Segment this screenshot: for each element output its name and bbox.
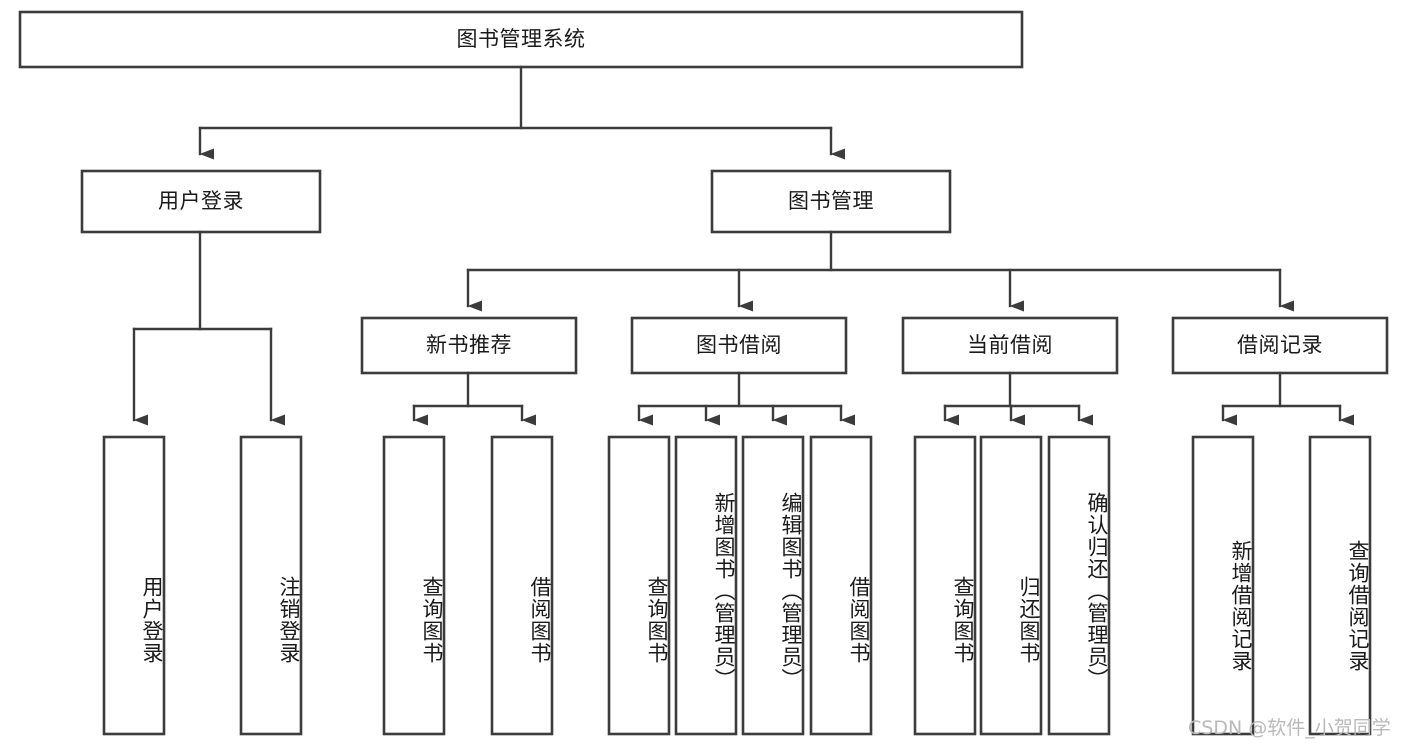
leaf-box-new-book-1[interactable] <box>382 435 446 736</box>
leaf-box-current-borrow-2[interactable] <box>979 435 1043 736</box>
node-new-book-box[interactable] <box>360 316 578 375</box>
leaf-box-book-borrow-1[interactable] <box>607 435 671 736</box>
leaf-box-new-book-2[interactable] <box>490 435 554 736</box>
node-book-mgmt-box[interactable] <box>710 169 952 234</box>
node-current-borrow-box[interactable] <box>901 316 1119 375</box>
leaf-box-book-borrow-4[interactable] <box>809 435 873 736</box>
leaf-box-current-borrow-3[interactable] <box>1047 435 1111 736</box>
node-root-box[interactable] <box>18 10 1024 69</box>
leaf-box-book-borrow-2[interactable] <box>674 435 738 736</box>
node-book-borrow-box[interactable] <box>630 316 848 375</box>
node-borrow-records-box[interactable] <box>1171 316 1389 375</box>
node-user-login-box[interactable] <box>80 169 322 234</box>
leaf-box-user-login-1[interactable] <box>102 435 166 736</box>
leaf-box-borrow-records-2[interactable] <box>1308 435 1372 736</box>
leaf-box-current-borrow-1[interactable] <box>913 435 977 736</box>
leaf-box-borrow-records-1[interactable] <box>1191 435 1255 736</box>
leaf-box-user-login-2[interactable] <box>239 435 303 736</box>
leaf-box-book-borrow-3[interactable] <box>741 435 805 736</box>
